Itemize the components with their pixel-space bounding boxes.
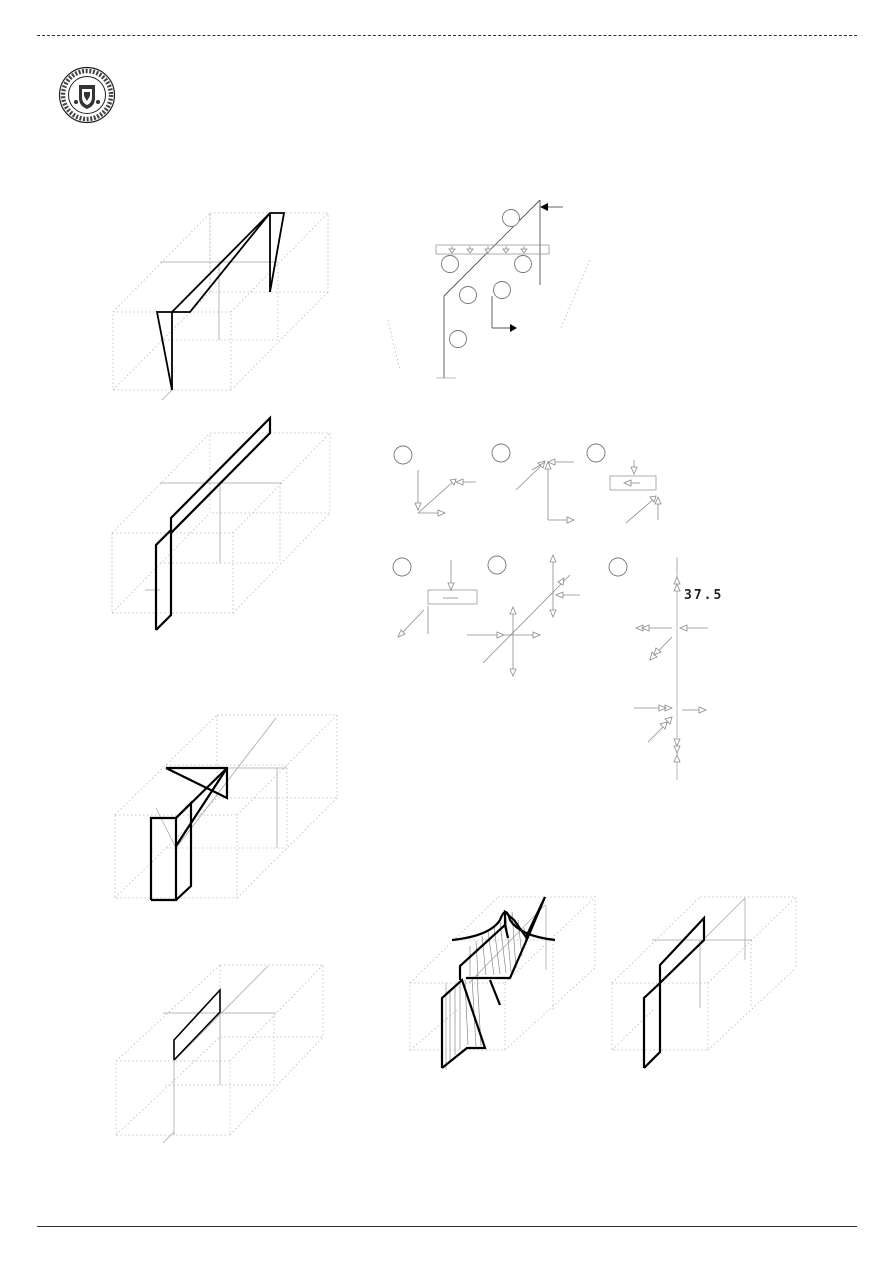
footer-rule [37, 1226, 857, 1227]
university-seal-logo [58, 66, 116, 124]
moment-diagram-5 [440, 896, 556, 1069]
node-markers-2 [392, 443, 628, 577]
moment-diagram-4 [173, 987, 221, 1061]
moment-diagram-3 [149, 766, 229, 902]
moment-diagram-1 [155, 212, 286, 391]
grid-box-1 [112, 212, 329, 391]
moment-diagram-6 [642, 915, 706, 1069]
node-markers [441, 209, 532, 348]
header-rule [37, 35, 857, 36]
value-label: 37.5 [684, 588, 724, 603]
moment-diagram-2 [154, 415, 272, 631]
